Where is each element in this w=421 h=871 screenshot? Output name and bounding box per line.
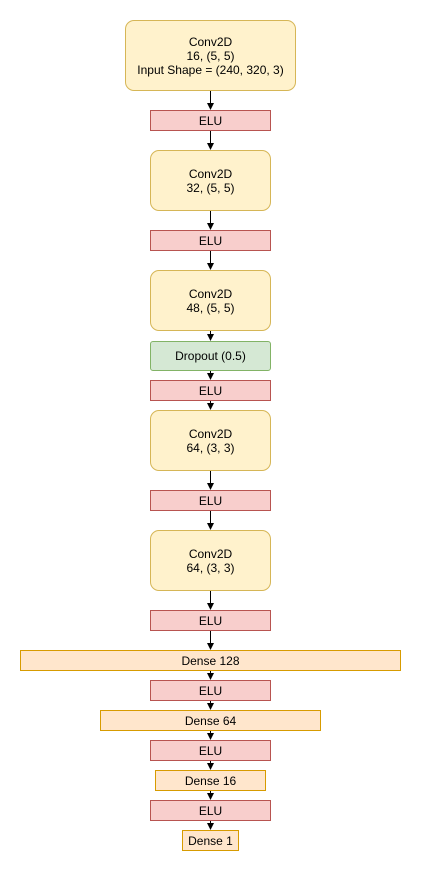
conv2d-node-2: Conv2D 32, (5, 5): [150, 150, 271, 211]
dropout-node: Dropout (0.5): [150, 341, 271, 371]
node-label-line: ELU: [198, 683, 223, 698]
node-label-line: Dense 128: [181, 653, 240, 668]
conv2d-node-4: Conv2D 64, (3, 3): [150, 410, 271, 471]
connector-arrow: [207, 701, 214, 710]
connector-arrow: [207, 631, 214, 650]
conv2d-node-1: Conv2D 16, (5, 5) Input Shape = (240, 32…: [125, 20, 296, 91]
connector-arrow: [207, 131, 214, 150]
node-label-line: Input Shape = (240, 320, 3): [137, 62, 284, 77]
elu-node-3: ELU: [150, 380, 271, 401]
node-label-line: Conv2D: [188, 426, 233, 441]
connector-arrow: [207, 761, 214, 770]
dense-node-64: Dense 64: [100, 710, 321, 731]
connector-arrow: [207, 471, 214, 490]
connector-arrow: [207, 371, 214, 380]
node-label-line: Dense 1: [188, 833, 233, 848]
node-label-line: Conv2D: [188, 286, 233, 301]
connector-arrow: [207, 251, 214, 270]
elu-node-7: ELU: [150, 740, 271, 761]
node-label-line: Dense 16: [184, 773, 237, 788]
node-label-line: ELU: [198, 113, 223, 128]
connector-arrow: [207, 401, 214, 410]
node-label-line: Dense 64: [184, 713, 237, 728]
node-label-line: 64, (3, 3): [186, 560, 235, 575]
connector-arrow: [207, 821, 214, 830]
elu-node-4: ELU: [150, 490, 271, 511]
node-label-line: 64, (3, 3): [186, 440, 235, 455]
node-label-line: ELU: [198, 613, 223, 628]
elu-node-5: ELU: [150, 610, 271, 631]
connector-arrow: [207, 671, 214, 680]
node-label-line: Dropout (0.5): [175, 349, 246, 363]
node-label-line: 48, (5, 5): [186, 300, 235, 315]
node-label-line: ELU: [198, 383, 223, 398]
connector-arrow: [207, 331, 214, 341]
conv2d-node-5: Conv2D 64, (3, 3): [150, 530, 271, 591]
node-label-line: ELU: [198, 233, 223, 248]
node-label-line: Conv2D: [188, 166, 233, 181]
dense-node-1: Dense 1: [182, 830, 239, 851]
dense-node-128: Dense 128: [20, 650, 401, 671]
node-label-line: ELU: [198, 803, 223, 818]
elu-node-1: ELU: [150, 110, 271, 131]
connector-arrow: [207, 91, 214, 110]
connector-arrow: [207, 731, 214, 740]
connector-arrow: [207, 211, 214, 230]
elu-node-6: ELU: [150, 680, 271, 701]
node-label-line: ELU: [198, 493, 223, 508]
dense-node-16: Dense 16: [155, 770, 266, 791]
elu-node-8: ELU: [150, 800, 271, 821]
node-label-line: 16, (5, 5): [186, 48, 235, 63]
connector-arrow: [207, 791, 214, 800]
node-label-line: ELU: [198, 743, 223, 758]
node-label-line: Conv2D: [188, 34, 233, 49]
elu-node-2: ELU: [150, 230, 271, 251]
node-label-line: Conv2D: [188, 546, 233, 561]
node-label-line: 32, (5, 5): [186, 180, 235, 195]
conv2d-node-3: Conv2D 48, (5, 5): [150, 270, 271, 331]
connector-arrow: [207, 591, 214, 610]
connector-arrow: [207, 511, 214, 530]
